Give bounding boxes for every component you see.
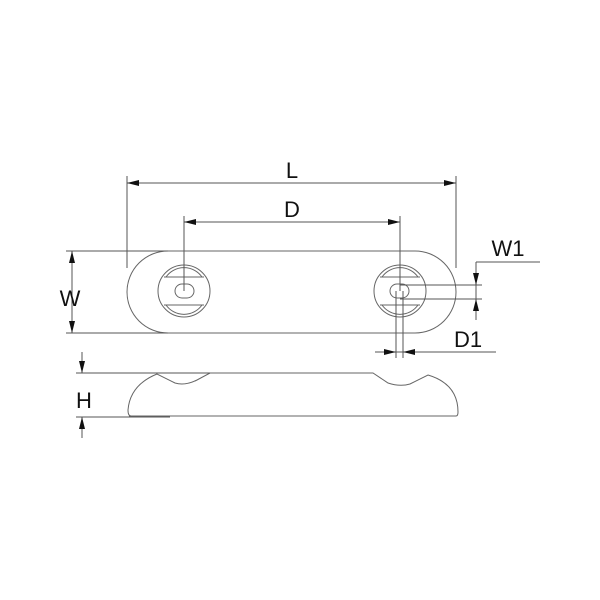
label-L: L [286, 158, 298, 183]
arrow-left-icon [403, 349, 415, 355]
plate-outline [126, 250, 457, 334]
label-W: W [60, 286, 81, 311]
dimension-W1: W1 [400, 236, 540, 320]
arrow-up-icon [69, 251, 75, 263]
top-view [126, 250, 457, 334]
arrow-down-icon [69, 321, 75, 333]
arrow-down-icon [473, 273, 479, 285]
label-W1: W1 [492, 236, 525, 261]
arrow-right-icon [384, 349, 396, 355]
arrow-down-icon [79, 361, 85, 373]
side-profile [127, 372, 459, 417]
arrow-up-icon [473, 299, 479, 311]
dimension-D1: D1 [375, 291, 496, 358]
arrow-up-icon [79, 417, 85, 429]
label-D: D [284, 197, 300, 222]
dimension-L: L [126, 158, 457, 268]
arrow-left-icon [127, 180, 139, 186]
arrow-right-icon [444, 180, 456, 186]
label-H: H [76, 388, 92, 413]
dimension-H: H [76, 352, 210, 438]
arrow-right-icon [388, 219, 400, 225]
side-view [127, 372, 459, 417]
arrow-left-icon [184, 219, 196, 225]
dimension-D: D [183, 197, 401, 291]
dimension-W: W [60, 250, 168, 334]
label-D1: D1 [454, 327, 482, 352]
